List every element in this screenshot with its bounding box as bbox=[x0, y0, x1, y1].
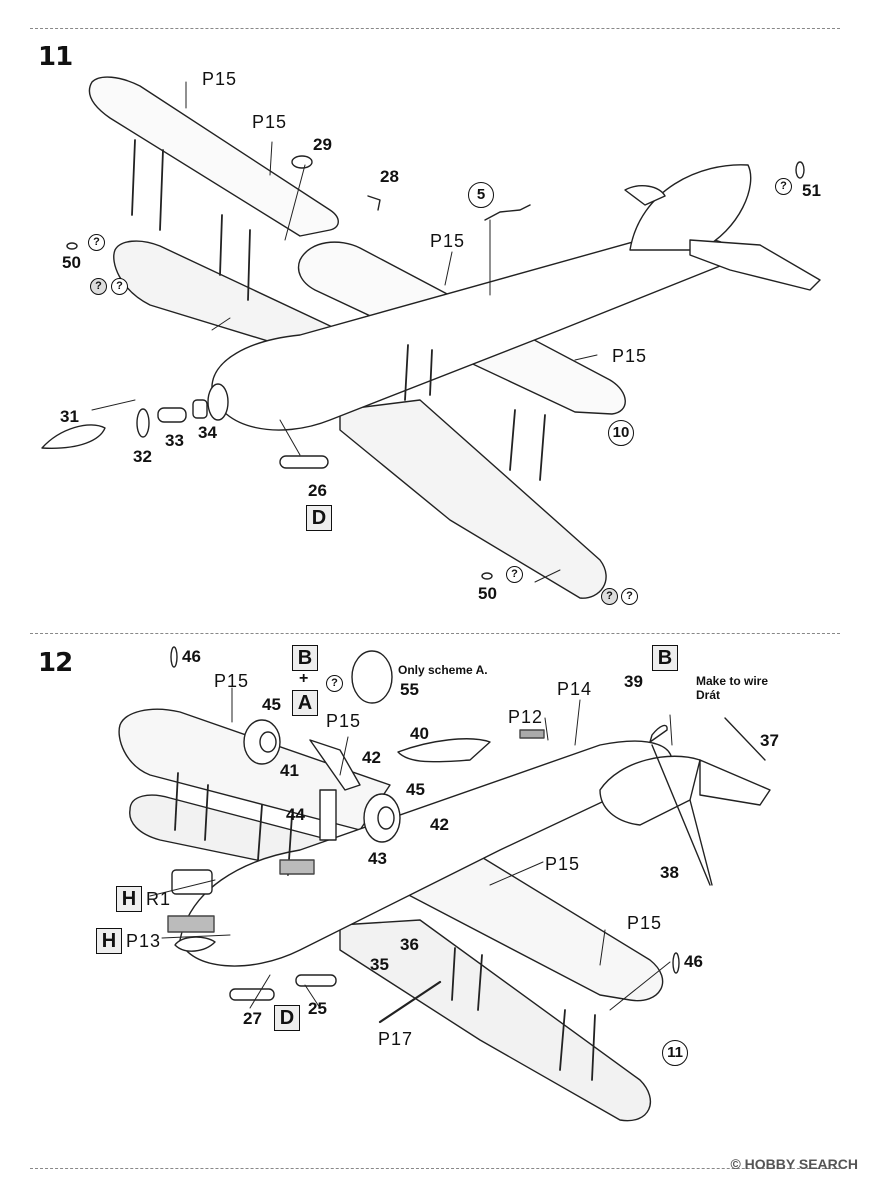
callout-part-33: 33 bbox=[165, 431, 184, 450]
callout-r1: R1 bbox=[146, 889, 172, 909]
decal-sheet-box-h: H bbox=[116, 886, 142, 912]
callout-part-41: 41 bbox=[280, 761, 299, 780]
callout-part-42: 42 bbox=[430, 815, 449, 834]
callout-part-46: 46 bbox=[182, 647, 201, 666]
step12-wheels bbox=[243, 650, 401, 843]
callout-p15: P15 bbox=[627, 913, 663, 933]
plus-sign: + bbox=[299, 670, 309, 687]
step12-small-parts bbox=[167, 646, 766, 1024]
callout-part-40: 40 bbox=[410, 724, 429, 743]
callout-p12: P12 bbox=[508, 707, 544, 727]
step12-fuselage bbox=[174, 740, 673, 967]
note-make-to-wire-en: Make to wire bbox=[696, 674, 769, 688]
callout-p17: P17 bbox=[378, 1029, 414, 1049]
step11-upper-wing-left bbox=[88, 76, 339, 237]
paint-ref-icon: ? bbox=[775, 178, 792, 195]
paint-ref-icon: ? bbox=[621, 588, 638, 605]
callout-p15: P15 bbox=[214, 671, 250, 691]
callout-part-39: 39 bbox=[624, 672, 643, 691]
subassembly-ref-5: 5 bbox=[468, 182, 494, 208]
watermark: © HOBBY SEARCH bbox=[730, 1156, 858, 1172]
note-make-to-wire-cz: Drát bbox=[696, 687, 721, 702]
decal-sheet-box-a: A bbox=[292, 690, 318, 716]
callout-p15: P15 bbox=[430, 231, 466, 251]
callout-part-31: 31 bbox=[60, 407, 79, 426]
callout-part-50: 50 bbox=[62, 253, 81, 272]
step-separator-bottom bbox=[30, 1168, 840, 1169]
callout-part-42: 42 bbox=[362, 748, 381, 767]
callout-part-43: 43 bbox=[368, 849, 387, 868]
decal-sheet-box-d: D bbox=[274, 1005, 300, 1031]
callout-part-45: 45 bbox=[406, 780, 425, 799]
callout-p15: P15 bbox=[612, 346, 648, 366]
paint-ref-icon: ? bbox=[506, 566, 523, 583]
callout-p15: P15 bbox=[202, 69, 238, 89]
callout-part-28: 28 bbox=[380, 167, 399, 186]
callout-part-37: 37 bbox=[760, 731, 779, 750]
step11-lower-wing-right bbox=[339, 399, 607, 599]
callout-p15: P15 bbox=[252, 112, 288, 132]
callout-part-27: 27 bbox=[243, 1009, 262, 1028]
callout-part-25: 25 bbox=[308, 999, 327, 1018]
paint-ref-icon: ? bbox=[88, 234, 105, 251]
callout-part-46: 46 bbox=[684, 952, 703, 971]
paint-ref-icon: ? bbox=[326, 675, 343, 692]
callout-part-51: 51 bbox=[802, 181, 821, 200]
callout-part-50: 50 bbox=[478, 584, 497, 603]
step11-small-parts bbox=[66, 155, 805, 580]
note-only-scheme-a: Only scheme A. bbox=[398, 663, 488, 677]
step11-struts bbox=[131, 139, 546, 481]
callout-p15: P15 bbox=[545, 854, 581, 874]
step12-struts bbox=[174, 772, 596, 1081]
step11-propeller bbox=[41, 399, 208, 449]
paint-ref-icon: ? bbox=[90, 278, 107, 295]
step12-lower-wing-right bbox=[339, 919, 651, 1122]
callout-part-36: 36 bbox=[400, 935, 419, 954]
callout-part-26: 26 bbox=[308, 481, 327, 500]
callout-p13: P13 bbox=[126, 931, 162, 951]
step11-callout-lines bbox=[91, 81, 598, 583]
step-number-11: 11 bbox=[38, 42, 73, 72]
decal-sheet-box-h: H bbox=[96, 928, 122, 954]
callout-p15: P15 bbox=[326, 711, 362, 731]
paint-ref-icon: ? bbox=[601, 588, 618, 605]
decal-sheet-box-d: D bbox=[306, 505, 332, 531]
decal-sheet-box-b: B bbox=[292, 645, 318, 671]
step-separator-top bbox=[30, 28, 840, 29]
callout-part-32: 32 bbox=[133, 447, 152, 466]
decal-sheet-box-b: B bbox=[652, 645, 678, 671]
step-number-12: 12 bbox=[38, 648, 73, 678]
callout-part-45: 45 bbox=[262, 695, 281, 714]
step12-callout-lines bbox=[149, 687, 673, 1011]
callout-part-29: 29 bbox=[313, 135, 332, 154]
next-step-ref-10: 10 bbox=[608, 420, 634, 446]
callout-part-35: 35 bbox=[370, 955, 389, 974]
step11-tail bbox=[624, 164, 821, 291]
note-make-to-wire: Make to wire Drát bbox=[696, 674, 769, 703]
callout-part-55: 55 bbox=[400, 680, 419, 699]
callout-p14: P14 bbox=[557, 679, 593, 699]
callout-part-38: 38 bbox=[660, 863, 679, 882]
paint-ref-icon: ? bbox=[111, 278, 128, 295]
callout-part-34: 34 bbox=[198, 423, 217, 442]
step12-tail bbox=[599, 755, 771, 826]
step-separator-middle bbox=[30, 633, 840, 634]
callout-part-44: 44 bbox=[286, 805, 305, 824]
next-step-ref-11: 11 bbox=[662, 1040, 688, 1066]
